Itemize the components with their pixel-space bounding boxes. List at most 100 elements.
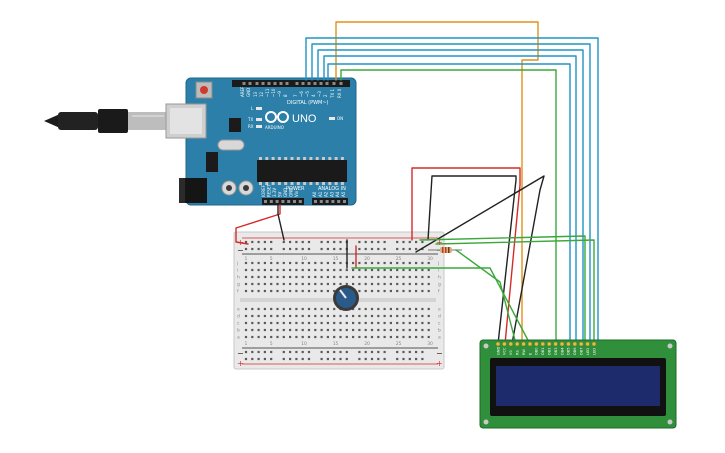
terminal-hole[interactable] — [415, 335, 418, 339]
terminal-hole[interactable] — [402, 261, 405, 265]
terminal-hole[interactable] — [427, 282, 430, 286]
terminal-hole[interactable] — [421, 282, 424, 286]
terminal-hole[interactable] — [383, 314, 386, 318]
rail-hole[interactable] — [370, 240, 374, 244]
terminal-hole[interactable] — [396, 275, 399, 279]
terminal-hole[interactable] — [251, 289, 254, 293]
terminal-hole[interactable] — [244, 261, 248, 265]
rail-hole[interactable] — [364, 357, 367, 361]
rail-hole[interactable] — [295, 357, 298, 361]
rail-hole[interactable] — [421, 350, 424, 354]
digital-header-pin[interactable] — [307, 82, 311, 85]
terminal-hole[interactable] — [251, 268, 254, 272]
rail-hole[interactable] — [257, 350, 260, 354]
terminal-hole[interactable] — [421, 261, 424, 265]
terminal-hole[interactable] — [270, 261, 273, 265]
digital-header-pin[interactable] — [313, 82, 317, 85]
terminal-hole[interactable] — [345, 328, 348, 332]
rail-hole[interactable] — [263, 357, 266, 361]
terminal-hole[interactable] — [339, 321, 342, 325]
terminal-hole[interactable] — [364, 328, 367, 332]
terminal-hole[interactable] — [307, 261, 311, 265]
terminal-hole[interactable] — [408, 321, 411, 325]
terminal-hole[interactable] — [282, 328, 285, 332]
digital-header-pin[interactable] — [248, 82, 252, 85]
rail-hole[interactable] — [339, 240, 342, 244]
lcd-pin[interactable] — [514, 341, 520, 347]
terminal-hole[interactable] — [320, 282, 323, 286]
terminal-hole[interactable] — [339, 328, 342, 332]
terminal-hole[interactable] — [415, 261, 418, 265]
terminal-hole[interactable] — [251, 321, 254, 325]
terminal-hole[interactable] — [408, 289, 411, 293]
terminal-hole[interactable] — [389, 307, 392, 311]
terminal-hole[interactable] — [282, 275, 285, 279]
terminal-hole[interactable] — [326, 321, 329, 325]
terminal-hole[interactable] — [307, 328, 311, 332]
rail-hole[interactable] — [345, 350, 348, 354]
terminal-hole[interactable] — [427, 289, 430, 293]
terminal-hole[interactable] — [270, 268, 273, 272]
terminal-hole[interactable] — [251, 328, 254, 332]
terminal-hole[interactable] — [396, 328, 399, 332]
rail-hole[interactable] — [301, 350, 304, 354]
rail-hole[interactable] — [383, 350, 386, 354]
terminal-hole[interactable] — [383, 328, 386, 332]
terminal-hole[interactable] — [276, 321, 279, 325]
terminal-hole[interactable] — [276, 289, 279, 293]
terminal-hole[interactable] — [345, 282, 348, 286]
rail-hole[interactable] — [257, 240, 260, 244]
terminal-hole[interactable] — [383, 335, 386, 339]
terminal-hole[interactable] — [358, 289, 361, 293]
terminal-hole[interactable] — [364, 335, 367, 339]
rail-hole[interactable] — [282, 247, 285, 251]
terminal-hole[interactable] — [408, 328, 411, 332]
terminal-hole[interactable] — [301, 307, 304, 311]
rail-hole[interactable] — [307, 357, 311, 361]
terminal-hole[interactable] — [289, 268, 292, 272]
rail-hole[interactable] — [364, 350, 367, 354]
rail-hole[interactable] — [282, 240, 285, 244]
terminal-hole[interactable] — [427, 321, 430, 325]
terminal-hole[interactable] — [389, 314, 392, 318]
rail-hole[interactable] — [263, 350, 266, 354]
terminal-hole[interactable] — [276, 261, 279, 265]
rail-hole[interactable] — [415, 247, 418, 251]
terminal-hole[interactable] — [314, 307, 317, 311]
terminal-hole[interactable] — [270, 289, 273, 293]
rail-hole[interactable] — [396, 357, 399, 361]
terminal-hole[interactable] — [301, 268, 304, 272]
rail-hole[interactable] — [402, 240, 405, 244]
terminal-hole[interactable] — [377, 268, 380, 272]
rail-hole[interactable] — [333, 247, 336, 251]
terminal-hole[interactable] — [358, 321, 361, 325]
terminal-hole[interactable] — [270, 328, 273, 332]
terminal-hole[interactable] — [408, 268, 411, 272]
terminal-hole[interactable] — [402, 321, 405, 325]
rail-hole[interactable] — [358, 350, 361, 354]
terminal-hole[interactable] — [289, 314, 292, 318]
terminal-hole[interactable] — [383, 289, 386, 293]
lcd-pin[interactable] — [508, 341, 514, 347]
terminal-hole[interactable] — [301, 275, 304, 279]
digital-header-pin[interactable] — [242, 82, 246, 85]
lcd-pin[interactable] — [534, 341, 539, 347]
terminal-hole[interactable] — [289, 307, 292, 311]
terminal-hole[interactable] — [427, 268, 430, 272]
terminal-hole[interactable] — [339, 335, 342, 339]
rail-hole[interactable] — [295, 247, 298, 251]
terminal-hole[interactable] — [257, 328, 260, 332]
terminal-hole[interactable] — [244, 321, 248, 325]
rail-hole[interactable] — [339, 357, 342, 361]
lcd-pin[interactable] — [527, 341, 533, 347]
terminal-hole[interactable] — [333, 289, 336, 293]
terminal-hole[interactable] — [345, 335, 348, 339]
terminal-hole[interactable] — [358, 328, 361, 332]
terminal-hole[interactable] — [415, 314, 418, 318]
terminal-hole[interactable] — [396, 282, 399, 286]
terminal-hole[interactable] — [396, 268, 399, 272]
terminal-hole[interactable] — [270, 321, 273, 325]
terminal-hole[interactable] — [276, 335, 279, 339]
rail-hole[interactable] — [383, 247, 386, 251]
terminal-hole[interactable] — [257, 261, 260, 265]
